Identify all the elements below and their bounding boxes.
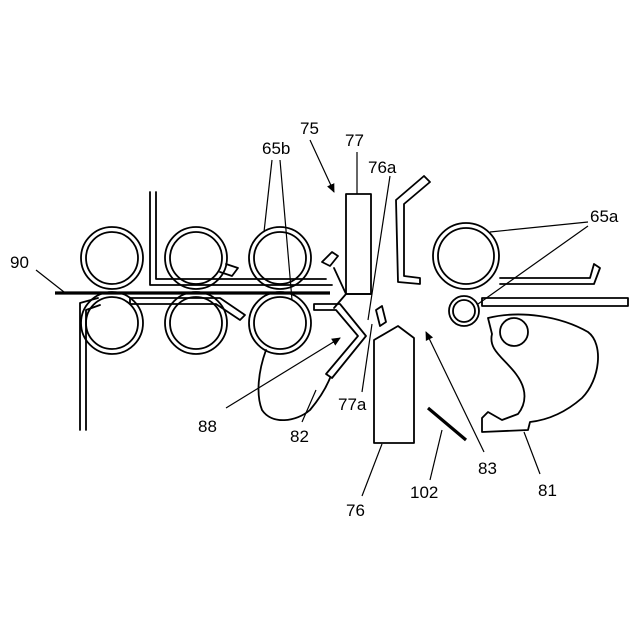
roller-lower-3-outer: [249, 292, 311, 354]
lower-roller-row: [81, 292, 311, 354]
labels: 75 77 65b 76a 65a 90 88 82 77a 83 81 102…: [10, 119, 619, 520]
roller-upper-3-inner: [254, 232, 306, 284]
label-75: 75: [300, 119, 319, 138]
funnel-left-wall: [334, 268, 346, 308]
lower-left-horizontal-guide: [130, 298, 245, 320]
leader-90: [36, 270, 64, 292]
leader-81: [524, 432, 540, 474]
leader-76: [362, 444, 382, 496]
roller-65a-large-inner: [438, 228, 494, 284]
roller-upper-1-outer: [81, 227, 143, 289]
label-88: 88: [198, 417, 217, 436]
arrow-75: [310, 140, 334, 192]
arrow-83: [426, 332, 484, 452]
flap-76a: [376, 306, 386, 326]
plate-77: [346, 194, 371, 294]
label-77: 77: [345, 131, 364, 150]
roller-65a-large-outer: [433, 223, 499, 289]
label-90: 90: [10, 253, 29, 272]
roller-upper-2-inner: [170, 232, 222, 284]
leader-65b-a: [264, 160, 272, 232]
label-81: 81: [538, 481, 557, 500]
leader-65a-a: [490, 222, 588, 232]
label-102: 102: [410, 483, 438, 502]
label-65b: 65b: [262, 139, 290, 158]
roller-lower-1-outer: [81, 292, 143, 354]
lower-left-vertical-guide-inner: [86, 305, 100, 430]
label-65a: 65a: [590, 207, 619, 226]
right-upper-guide: [500, 264, 600, 284]
label-83: 83: [478, 459, 497, 478]
right-middle-guide: [482, 298, 628, 306]
roller-65a-small-inner: [453, 300, 475, 322]
roller-lower-3-inner: [254, 297, 306, 349]
guide-82: [314, 304, 366, 378]
housing-88: [259, 350, 330, 420]
label-76: 76: [346, 501, 365, 520]
leader-lines: [36, 140, 588, 496]
upper-right-bent-guide: [396, 176, 430, 284]
plate-76: [374, 326, 414, 443]
leader-102: [430, 430, 442, 480]
roller-upper-1-inner: [86, 232, 138, 284]
lower-left-vertical-guide: [80, 298, 98, 430]
sheet-102: [428, 408, 466, 440]
label-77a: 77a: [338, 395, 367, 414]
label-76a: 76a: [368, 158, 397, 177]
roller-lower-2-outer: [165, 292, 227, 354]
housing-81-roller: [500, 318, 528, 346]
upper-right-guide-tip: [322, 252, 338, 266]
label-82: 82: [290, 427, 309, 446]
